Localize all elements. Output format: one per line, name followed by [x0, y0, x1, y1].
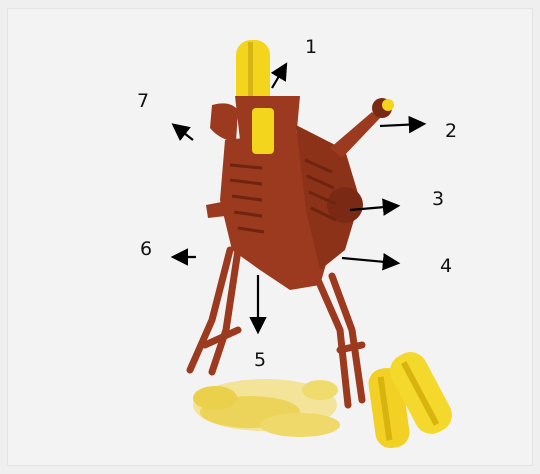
arrow-7 — [175, 126, 193, 140]
label-3: 3 — [432, 190, 444, 209]
shelled-kernels — [193, 379, 340, 437]
arrow-4 — [342, 258, 396, 263]
arrow-1 — [272, 66, 285, 88]
label-7: 7 — [137, 92, 149, 111]
corn-cobs-bottom — [367, 346, 458, 450]
handle-knob — [382, 99, 394, 111]
label-1: 1 — [305, 38, 317, 57]
hopper-kernels — [252, 108, 274, 154]
label-6: 6 — [140, 240, 152, 259]
arrow-2 — [380, 124, 422, 126]
label-2: 2 — [445, 122, 457, 141]
label-5: 5 — [254, 351, 266, 370]
label-4: 4 — [440, 257, 452, 276]
